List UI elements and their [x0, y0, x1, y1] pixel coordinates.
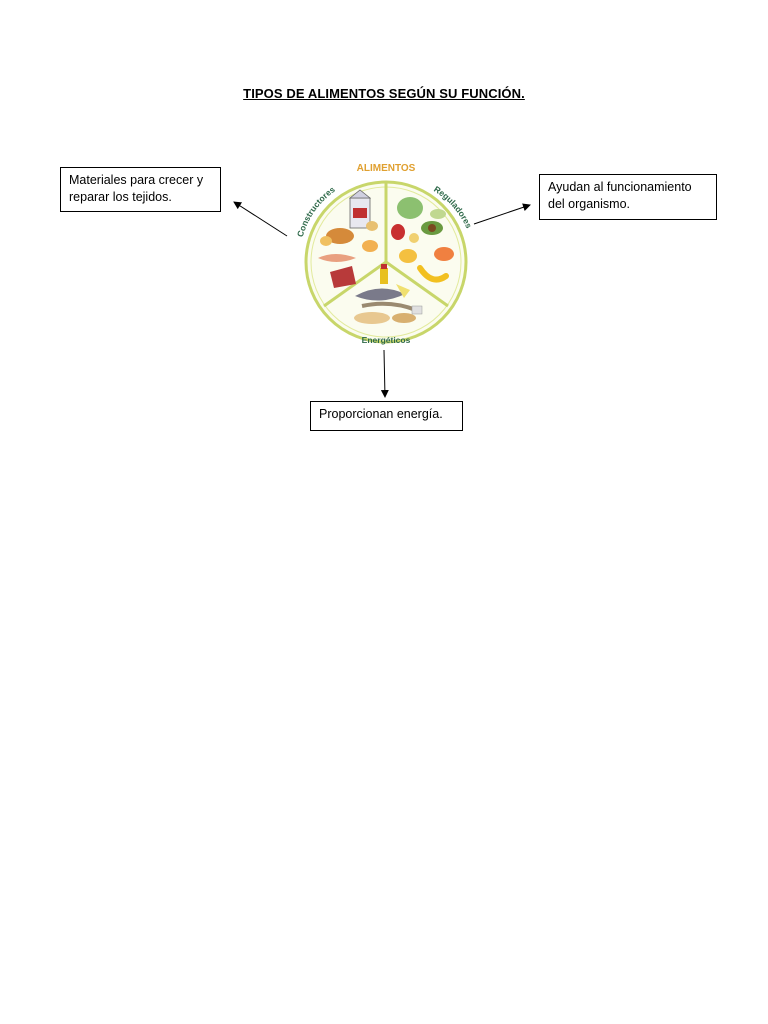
reguladores-food-illustration [391, 197, 454, 283]
arrow-to-left-box [233, 201, 288, 237]
wheel-label-energeticos: Energéticos [362, 335, 411, 345]
arrow-to-bottom-box [380, 349, 389, 398]
arrow-to-right-box [473, 203, 531, 225]
energeticos-food-illustration [354, 264, 423, 324]
reguladores-description-box: Ayudan al funcionamiento del organismo. [539, 174, 717, 220]
energeticos-description-box: Proporcionan energía. [310, 401, 463, 431]
constructores-description-box: Materiales para crecer y reparar los tej… [60, 167, 221, 212]
wheel-header: ALIMENTOS [357, 163, 416, 174]
page-title: TIPOS DE ALIMENTOS SEGÚN SU FUNCIÓN. [243, 86, 525, 101]
wheel-divider [385, 260, 449, 308]
constructores-food-illustration [318, 189, 378, 288]
